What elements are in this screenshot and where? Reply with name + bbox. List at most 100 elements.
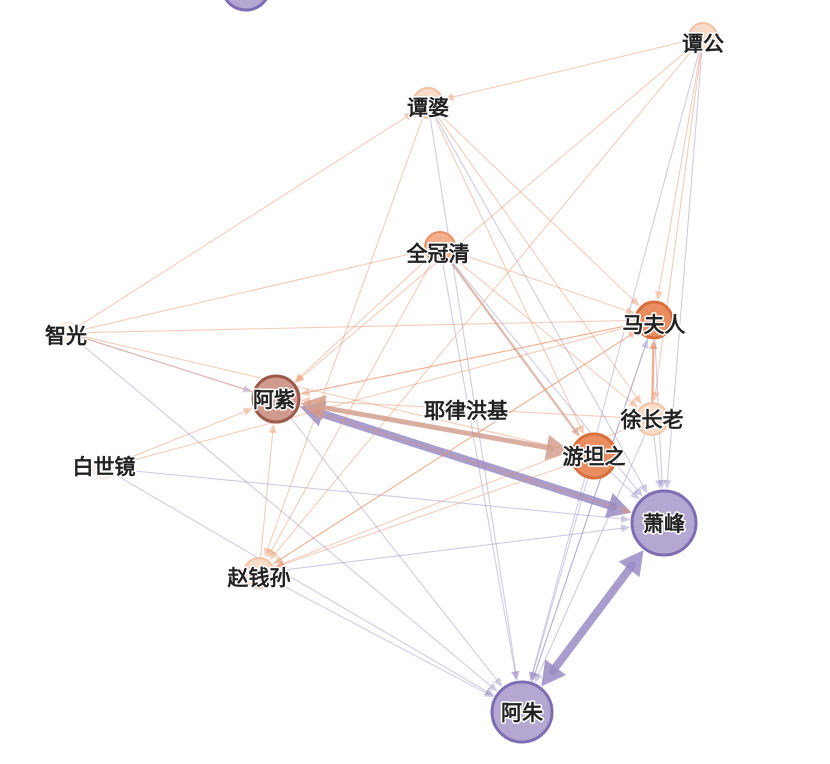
edge-zhaoqiansun-mafuren <box>272 330 638 565</box>
edge-xuzhanglao-azhu <box>534 434 646 683</box>
edge-line <box>300 46 692 379</box>
edge-line <box>79 336 246 390</box>
nodes-layer <box>56 0 718 744</box>
edge-arrowhead <box>624 323 635 332</box>
edge-quanguanqing-azhu <box>442 263 519 681</box>
edge-zhiguang-tanpo <box>78 112 414 327</box>
edge-line <box>278 330 638 561</box>
node-top[interactable] <box>222 0 270 12</box>
edge-arrowhead <box>576 424 584 435</box>
edge-line <box>299 258 429 378</box>
edge-zhiguang-youtanzhi <box>80 335 571 453</box>
edge-arrowhead <box>268 423 277 434</box>
node-youtanzhi[interactable] <box>570 432 618 480</box>
edge-arrowhead <box>620 524 631 533</box>
node-label-azi: 阿紫 <box>253 388 295 412</box>
node-quanguanqing[interactable] <box>424 231 456 263</box>
edge-tangong-xuzhanglao <box>651 52 702 402</box>
edge-arrowhead <box>624 322 635 330</box>
edge-arrowhead <box>663 479 672 490</box>
edge-quanguanqing-mafuren <box>455 251 636 315</box>
edge-tangong-tanpo <box>444 40 688 101</box>
edge-mafuren-azhu <box>531 338 649 682</box>
edge-baishijing-xiaofeng <box>116 468 631 523</box>
labels-layer: 谭公谭婆全冠清智光马夫人阿紫耶律洪基徐长老游坦之白世镜萧峰赵钱孙阿朱 <box>44 31 726 727</box>
node-label-baishijing: 白世镜 <box>73 455 136 479</box>
edge-arrowhead <box>655 479 664 490</box>
edge-line <box>79 336 626 512</box>
edge-arrowhead <box>529 671 537 682</box>
node-label-zhaoqiansun: 赵钱孙 <box>227 566 291 590</box>
node-tanpo[interactable] <box>412 87 444 119</box>
node-label-tangong: 谭公 <box>682 32 724 56</box>
edge-zhaoqiansun-azhu <box>273 580 494 698</box>
edge-tangong-zhaoqiansun <box>269 48 694 560</box>
edge-arrowhead <box>264 547 272 558</box>
edge-line <box>651 345 655 403</box>
edge-arrowhead <box>242 407 253 416</box>
edge-arrowhead <box>624 316 635 325</box>
edge-azi-mafuren <box>299 322 635 395</box>
edge-line <box>80 335 565 450</box>
edge-line <box>537 434 646 677</box>
node-label-quanguanqing: 全冠清 <box>406 242 470 266</box>
node-baishijing[interactable] <box>92 456 116 480</box>
edge-arrowhead <box>274 559 285 568</box>
edge-line <box>299 325 628 395</box>
edge-arrowhead <box>403 112 414 121</box>
edge-arrowhead <box>267 548 276 559</box>
edge-arrowhead <box>300 388 311 396</box>
edge-zhaoqiansun-xiaofeng <box>275 524 631 572</box>
edge-line <box>266 118 423 551</box>
edge-arrowhead <box>628 398 639 408</box>
edge-tanpo-xiaofeng <box>435 117 648 494</box>
edge-youtanzhi-azi <box>300 394 571 461</box>
edge-line <box>430 119 517 674</box>
edge-arrowhead <box>604 492 632 518</box>
node-label-azhu: 阿朱 <box>501 701 544 725</box>
edge-arrowhead <box>242 384 253 393</box>
edge-zhiguang-azhu <box>77 340 498 692</box>
node-azi[interactable] <box>251 374 301 424</box>
edge-arrowhead <box>618 550 644 578</box>
node-zhiguang[interactable] <box>56 321 80 345</box>
edge-tangong-xiaofeng <box>663 52 703 490</box>
edge-arrowhead <box>511 670 520 681</box>
edge-xuzhanglao-mafuren <box>649 339 658 403</box>
edge-arrowhead <box>627 330 638 340</box>
node-azhu[interactable] <box>490 680 554 744</box>
edge-arrowhead <box>655 290 663 301</box>
edge-mafuren-azi <box>300 323 635 396</box>
edge-quanguanqing-zhaoqiansun <box>267 261 433 559</box>
edge-arrowhead <box>571 427 580 437</box>
node-mafuren[interactable] <box>634 300 674 340</box>
edge-arrowhead <box>639 483 648 494</box>
edge-xuzhanglao-azi <box>300 396 635 419</box>
edge-arrowhead <box>620 514 631 523</box>
node-label-zhiguang: 智光 <box>45 324 87 348</box>
edge-xiaofeng-azhu <box>541 550 644 687</box>
node-label-youtanzhi: 游坦之 <box>563 445 626 469</box>
edge-arrowhead <box>621 506 632 514</box>
edge-arrowhead <box>528 671 537 682</box>
edge-line <box>307 400 635 419</box>
node-label-xiaofeng: 萧峰 <box>643 512 685 536</box>
edge-line <box>77 340 493 688</box>
edge-line <box>314 408 618 511</box>
node-tangong[interactable] <box>688 22 718 52</box>
edge-arrowhead <box>444 93 455 101</box>
node-zhaoqiansun[interactable] <box>243 557 275 589</box>
edge-arrowhead <box>630 297 640 307</box>
edge-line <box>666 52 703 483</box>
edge-arrowhead <box>633 487 643 497</box>
edge-baishijing-azhu <box>114 474 495 696</box>
node-label-mafuren: 马夫人 <box>623 313 686 337</box>
edge-line <box>437 116 638 399</box>
edge-arrowhead <box>640 338 649 349</box>
node-xuzhanglao[interactable] <box>635 402 669 436</box>
edge-line <box>116 468 624 520</box>
edge-tanpo-azhu <box>430 119 520 681</box>
edge-zhiguang-azi <box>79 336 253 393</box>
node-xiaofeng[interactable] <box>630 489 698 557</box>
